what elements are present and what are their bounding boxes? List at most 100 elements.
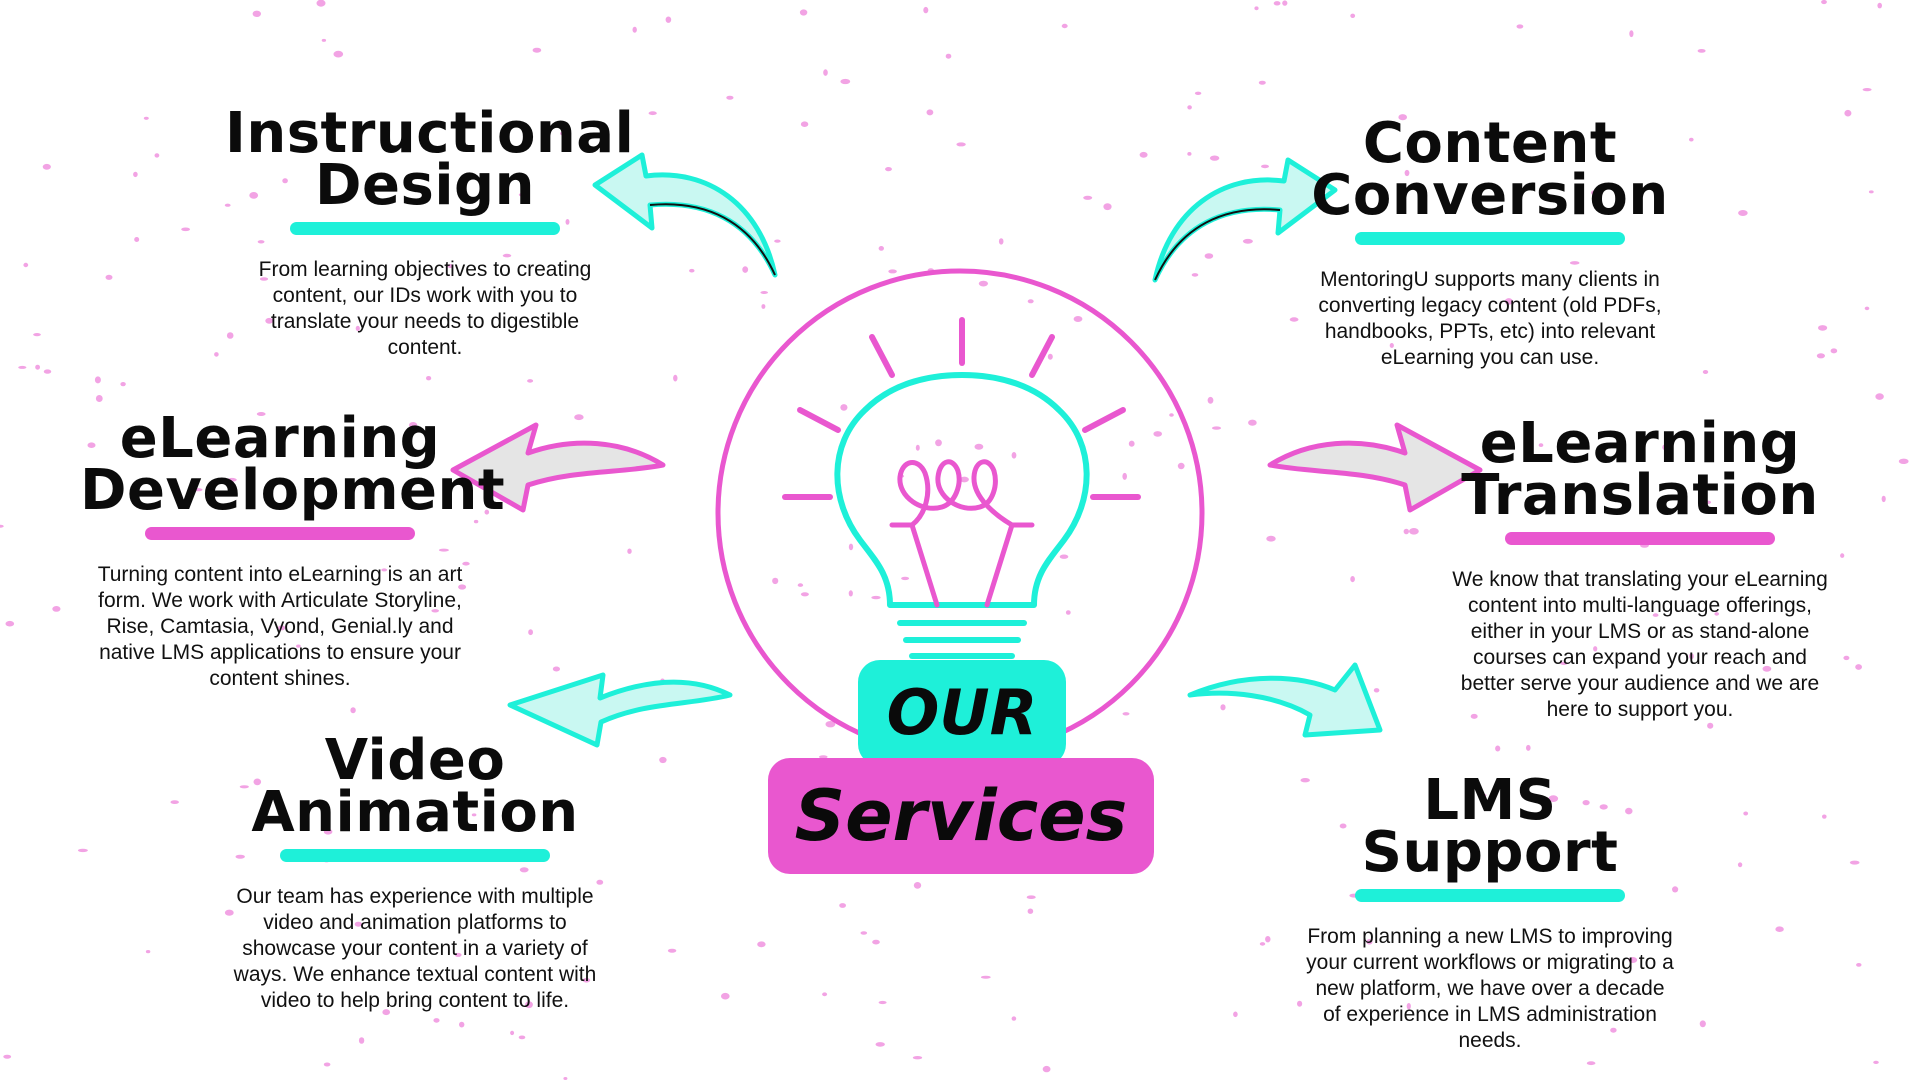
confetti-dot <box>282 178 288 184</box>
confetti-dot <box>742 266 749 273</box>
service-title-line1: LMS Support <box>1361 768 1619 885</box>
confetti-dot <box>120 382 126 387</box>
confetti-dot <box>1242 238 1253 244</box>
confetti-dot <box>1026 895 1036 899</box>
service-elearning-development: eLearning Development Turning content in… <box>80 411 505 692</box>
confetti-dot <box>1047 353 1053 360</box>
confetti-dot <box>923 6 929 14</box>
confetti-dot <box>1591 190 1597 195</box>
lightbulb-filament <box>889 459 1035 608</box>
confetti-dot <box>998 238 1004 245</box>
confetti-dot <box>860 931 868 935</box>
arrow-to-elearning-translation <box>1267 422 1483 513</box>
confetti-dot <box>433 1018 440 1023</box>
confetti-dot <box>1862 88 1872 92</box>
confetti-dot <box>1569 261 1580 265</box>
confetti-dot <box>1187 105 1192 110</box>
confetti-dot <box>259 277 269 281</box>
confetti-dot <box>1840 553 1845 558</box>
confetti-dot <box>1628 957 1638 963</box>
confetti-dot <box>761 304 766 309</box>
confetti-dot <box>1248 419 1257 426</box>
confetti-dot <box>800 121 809 127</box>
confetti-dot <box>819 755 828 759</box>
confetti-dot <box>582 978 591 983</box>
confetti-dot <box>1233 1011 1238 1018</box>
service-underline <box>1505 532 1775 545</box>
confetti-dot <box>840 78 851 85</box>
confetti-dot <box>316 0 326 7</box>
confetti-dot <box>1526 744 1531 751</box>
service-instructional-design: Instructional Design From learning objec… <box>225 106 634 361</box>
confetti-dot <box>87 442 96 449</box>
confetti-dot <box>23 262 29 268</box>
confetti-dot <box>381 568 388 572</box>
confetti-dot <box>296 644 301 648</box>
service-title: LMS Support <box>1290 768 1690 885</box>
confetti-dot <box>1702 370 1709 374</box>
confetti-dot <box>170 800 179 804</box>
confetti-dot <box>1061 23 1068 29</box>
confetti-dot <box>1470 713 1478 719</box>
confetti-dot <box>1743 811 1749 816</box>
confetti-dot <box>257 240 265 244</box>
confetti-dot <box>757 941 766 948</box>
confetti-dot <box>823 69 828 76</box>
confetti-dot <box>627 548 632 554</box>
confetti-dot <box>1220 704 1226 711</box>
confetti-dot <box>181 227 191 232</box>
confetti-dot <box>1560 661 1568 666</box>
confetti-dot <box>1582 800 1590 806</box>
confetti-dot <box>1593 646 1598 652</box>
confetti-dot <box>227 477 237 482</box>
confetti-dot <box>825 721 836 728</box>
confetti-dot <box>772 577 779 585</box>
confetti-dot <box>797 583 804 587</box>
confetti-dot <box>1652 613 1659 617</box>
confetti-dot <box>484 509 490 515</box>
confetti-dot <box>43 369 52 374</box>
confetti-dot <box>872 939 880 945</box>
service-underline <box>290 222 560 235</box>
confetti-dot <box>95 395 103 402</box>
confetti-dot <box>1191 273 1199 277</box>
service-video-animation: Video Animation Our team has experience … <box>215 733 615 1014</box>
confetti-dot <box>350 707 356 714</box>
confetti-dot <box>915 444 920 451</box>
confetti-dot <box>1207 396 1214 404</box>
confetti-dot <box>1689 653 1694 660</box>
confetti-dot <box>256 412 266 416</box>
service-underline <box>280 849 550 862</box>
service-underline <box>145 527 415 540</box>
confetti-dot <box>105 274 113 280</box>
confetti-dot <box>431 609 440 613</box>
confetti-dot <box>525 1001 533 1009</box>
service-underline <box>1355 232 1625 245</box>
confetti-dot <box>1073 316 1083 322</box>
confetti-dot <box>673 374 678 382</box>
arrow-to-elearning-development <box>450 422 666 513</box>
confetti-dot <box>1398 114 1407 121</box>
confetti-dot <box>462 561 470 566</box>
confetti-dot <box>935 439 942 447</box>
confetti-dot <box>502 253 512 258</box>
confetti-dot <box>0 524 4 528</box>
confetti-dot <box>1282 0 1288 6</box>
confetti-dot <box>563 1077 568 1080</box>
confetti-dot <box>1350 576 1355 583</box>
confetti-dot <box>1204 253 1214 259</box>
confetti-dot <box>426 376 432 381</box>
confetti-dot <box>1599 804 1608 810</box>
service-title-line1: eLearning <box>1479 411 1801 476</box>
confetti-dot <box>355 325 360 332</box>
confetti-dot <box>1169 413 1174 417</box>
confetti-dot <box>214 352 219 357</box>
confetti-dot <box>1389 343 1394 348</box>
confetti-dot <box>1738 210 1748 216</box>
confetti-dot <box>1259 942 1266 946</box>
confetti-dot <box>143 116 149 120</box>
confetti-dot <box>1843 655 1850 661</box>
confetti-dot <box>33 333 41 337</box>
service-elearning-translation: eLearning Translation We know that trans… <box>1440 411 1840 723</box>
service-title-line2: Design <box>315 153 535 218</box>
